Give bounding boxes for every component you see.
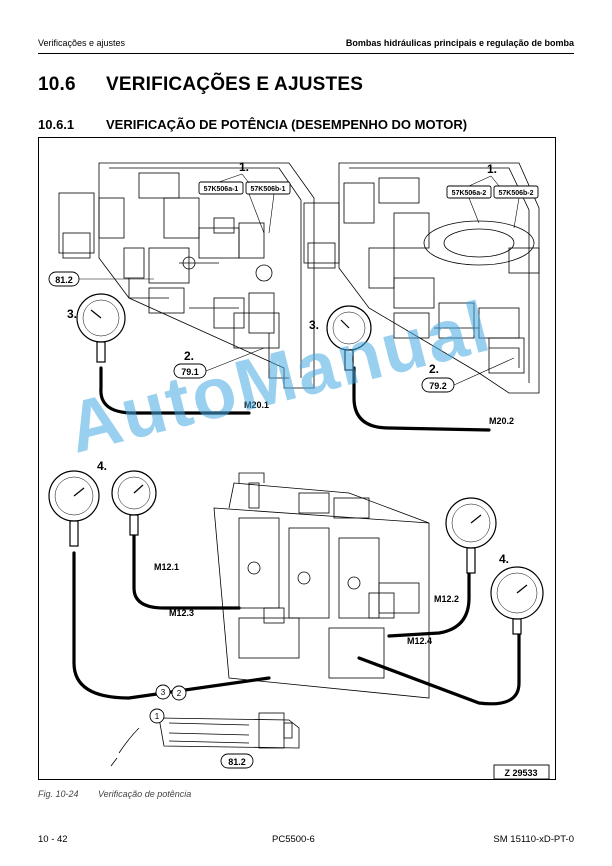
label-part-1: 1 [155, 712, 160, 721]
figure-number: Fig. 10-24 [38, 789, 79, 799]
label-part-2: 2 [177, 689, 182, 698]
figure-caption-text: Verificação de potência [98, 789, 192, 799]
pressure-gauge-m124 [490, 566, 544, 635]
callout-1-left: 1. [239, 160, 249, 174]
label-57k506a-2: 57K506a-2 [452, 190, 487, 197]
hose-m123 [132, 531, 241, 610]
hydraulic-diagram: 1. 1. 2. 2. 3. 3. 4. 4. 57K506a-1 57K506… [48, 160, 550, 780]
page-number: 10 - 42 [38, 834, 68, 845]
technical-illustration: 1. 1. 2. 2. 3. 3. 4. 4. 57K506a-1 57K506… [38, 137, 556, 780]
hose-gauge3-left [99, 366, 251, 415]
header-chapter-title: Bombas hidráulicas principais e regulaçã… [345, 38, 574, 48]
label-m20-1: M20.1 [244, 400, 269, 410]
header-divider [38, 53, 574, 54]
pressure-gauge-m122 [445, 497, 497, 574]
hose-m122 [387, 566, 471, 638]
manual-code: SM 15110-xD-PT-0 [493, 834, 574, 845]
callout-2-left: 2. [184, 349, 194, 363]
pressure-gauge-top-left [76, 293, 126, 363]
hose-gauge3-right [352, 366, 491, 432]
label-57k506a-1: 57K506a-1 [204, 186, 239, 193]
machine-model: PC5500-6 [272, 834, 315, 845]
label-part-3: 3 [161, 688, 166, 697]
control-valve-block [213, 472, 430, 699]
pressure-gauge-top-right [326, 305, 372, 371]
callout-2-right: 2. [429, 362, 439, 376]
label-57k506b-2: 57K506b-2 [498, 190, 533, 197]
label-m12-3: M12.3 [169, 608, 194, 618]
section-number: 10.6 [38, 74, 76, 95]
pressure-gauge-m123 [111, 470, 157, 536]
label-79-1: 79.1 [181, 367, 199, 377]
pump-assembly-left [58, 162, 315, 389]
callout-4-right: 4. [499, 552, 509, 566]
section-title: VERIFICAÇÕES E AJUSTES [106, 74, 364, 95]
hose-m124 [357, 626, 521, 706]
subsection-heading: 10.6.1 VERIFICAÇÃO DE POTÊNCIA (DESEMPENH… [38, 117, 467, 132]
label-81-2-bottom: 81.2 [228, 757, 246, 767]
figure-caption: Fig. 10-24 Verificação de potência [38, 789, 191, 799]
label-m12-4: M12.4 [407, 636, 432, 646]
header-section-name: Verificações e ajustes [38, 38, 126, 48]
callout-4-left: 4. [97, 459, 107, 473]
callout-3-left: 3. [67, 307, 77, 321]
label-81-2-top: 81.2 [55, 275, 73, 285]
label-57k506b-1: 57K506b-1 [250, 186, 285, 193]
pump-regulator [110, 712, 300, 767]
label-79-2: 79.2 [429, 381, 447, 391]
subsection-number: 10.6.1 [38, 117, 75, 132]
figure-id: Z 29533 [504, 768, 537, 778]
label-m20-2: M20.2 [489, 416, 514, 426]
callout-3-right: 3. [309, 318, 319, 332]
pressure-gauge-m121 [48, 470, 100, 547]
hose-m121 [72, 551, 271, 700]
label-m12-1: M12.1 [154, 562, 179, 572]
subsection-title: VERIFICAÇÃO DE POTÊNCIA (DESEMPENHO DO M… [106, 117, 468, 132]
label-m12-2: M12.2 [434, 594, 459, 604]
section-heading: 10.6 VERIFICAÇÕES E AJUSTES [38, 74, 363, 96]
callout-1-right: 1. [487, 162, 497, 176]
